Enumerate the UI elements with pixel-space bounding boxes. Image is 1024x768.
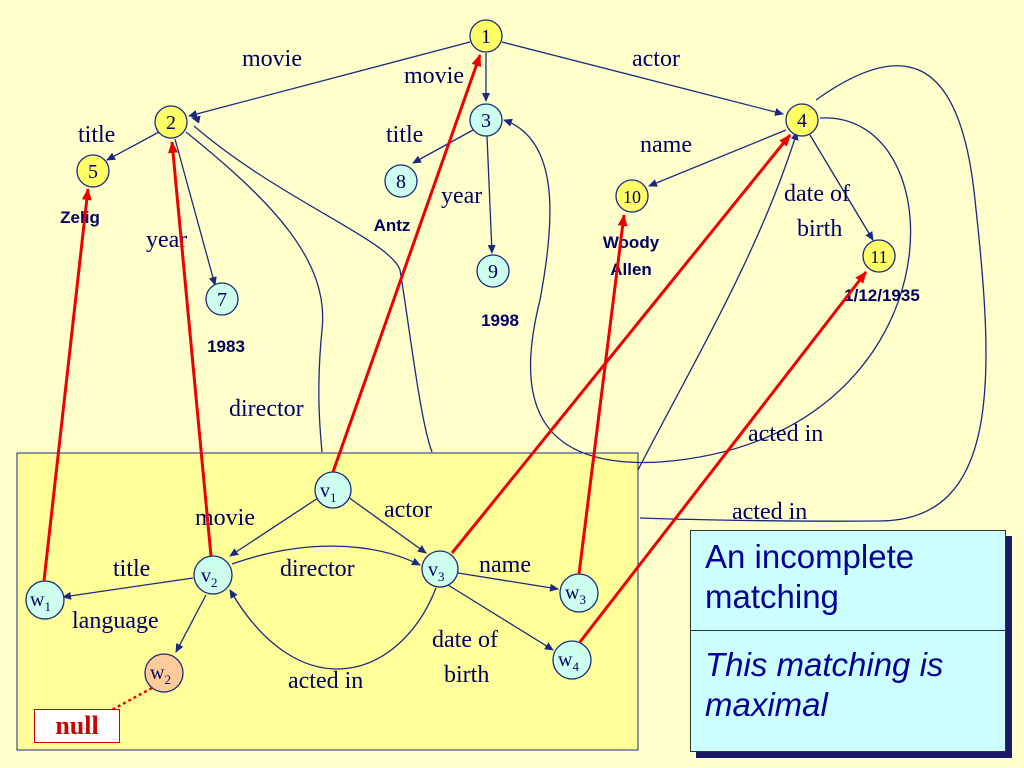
node-11-label: 11 — [870, 247, 887, 267]
edge-4-3-acted-in — [503, 117, 912, 464]
callout-note: This matching is maximal — [691, 631, 1005, 739]
match-v2-2 — [168, 141, 213, 557]
node-8 — [384, 164, 418, 198]
node-1 — [469, 19, 503, 53]
q-node-v2 — [193, 555, 233, 595]
edge-1-4-actor — [501, 41, 784, 116]
label-acted-in-2: acted in — [732, 499, 807, 525]
edge-2-director — [185, 131, 324, 453]
null-label: null — [34, 709, 120, 743]
edge-3-8-title — [412, 129, 474, 164]
edge-2-curve — [193, 125, 433, 453]
q-edge-v3-w3-name — [457, 572, 559, 592]
callout-note-line2: maximal — [705, 686, 828, 723]
q-node-v2-label: v2 — [201, 565, 218, 590]
q-label-director: director — [280, 556, 355, 582]
value-dob: 1/12/1935 — [844, 286, 920, 305]
node-10 — [615, 179, 649, 213]
node-4 — [785, 103, 819, 137]
edge-1-2-movie — [188, 41, 471, 118]
label-name-4-10: name — [640, 132, 692, 158]
q-label-dob-line1: date of — [432, 627, 498, 653]
q-label-title: title — [113, 556, 150, 582]
edge-2-return — [196, 120, 360, 170]
edge-2-7-year — [174, 138, 217, 286]
edge-2-5-title — [106, 131, 160, 161]
q-edge-v3-w4-dob — [447, 584, 554, 651]
q-edge-v2-w2-language — [175, 594, 207, 653]
q-label-language: language — [72, 608, 159, 634]
match-v3-4 — [450, 134, 792, 554]
node-7 — [205, 282, 239, 316]
q-edge-v2-w1-title — [62, 577, 194, 600]
q-label-dob-line2: birth — [444, 662, 489, 688]
match-w1-5 — [42, 188, 92, 582]
edge-4-2-acted-in-return — [637, 131, 799, 471]
callout-box: An incomplete matching This matching is … — [690, 530, 1006, 752]
node-3 — [469, 103, 503, 137]
q-edge-v2-v3-director — [231, 545, 421, 566]
q-edge-v1-v3-actor — [347, 496, 427, 554]
edge-4-2-acted-in — [639, 65, 987, 522]
label-movie-1-3: movie — [404, 63, 464, 89]
value-1998: 1998 — [481, 311, 519, 330]
node-9 — [476, 254, 510, 288]
q-node-w1-label: w1 — [30, 589, 51, 614]
callout-headline-line2: matching — [705, 578, 839, 615]
node-8-label: 8 — [396, 171, 406, 193]
q-label-actor: actor — [384, 497, 432, 523]
q-node-w3-label: w3 — [565, 582, 586, 607]
node-2 — [154, 105, 188, 139]
node-3-label: 3 — [481, 110, 491, 132]
q-node-w4 — [552, 640, 592, 680]
label-year-3-9: year — [441, 183, 482, 209]
label-movie-1-2: movie — [242, 46, 302, 72]
callout-headline-line1: An incomplete — [705, 538, 915, 575]
match-w3-10 — [577, 214, 628, 575]
value-antz: Antz — [374, 216, 411, 235]
label-dob-4-11-line1: date of — [784, 181, 850, 207]
value-allen: Allen — [610, 260, 652, 279]
q-edge-v3-v2-acted-in — [229, 587, 437, 670]
label-title-2-5: title — [78, 122, 115, 148]
value-1983: 1983 — [207, 337, 245, 356]
q-node-w2 — [144, 653, 184, 693]
label-dob-4-11-line2: birth — [797, 216, 842, 242]
node-9-label: 9 — [488, 261, 498, 283]
match-w4-11 — [578, 271, 868, 643]
q-label-name: name — [479, 552, 531, 578]
callout-headline: An incomplete matching — [691, 531, 1005, 631]
edge-4-10-name — [648, 129, 787, 187]
label-director: director — [229, 396, 304, 422]
callout-note-line1: This matching is — [705, 646, 944, 683]
q-node-v3-label: v3 — [428, 559, 445, 584]
node-7-label: 7 — [217, 289, 227, 311]
node-1-label: 1 — [481, 26, 491, 48]
q-label-acted-in: acted in — [288, 668, 363, 694]
label-title-3-8: title — [386, 122, 423, 148]
node-5-label: 5 — [88, 161, 98, 183]
q-node-v1-label: v1 — [320, 480, 337, 505]
node-10-label: 10 — [623, 187, 641, 207]
q-node-v3 — [421, 550, 459, 588]
node-2-label: 2 — [166, 112, 176, 134]
value-woody: Woody — [603, 233, 660, 252]
node-11 — [862, 239, 896, 273]
q-node-w2-label: w2 — [150, 662, 171, 687]
value-zelig: Zelig — [60, 208, 100, 227]
edge-3-9-year — [486, 135, 496, 254]
match-w2-null — [107, 686, 153, 714]
node-5 — [76, 154, 110, 188]
q-label-movie: movie — [195, 505, 255, 531]
q-node-w4-label: w4 — [558, 649, 579, 674]
node-4-label: 4 — [797, 110, 807, 132]
label-actor-1-4: actor — [632, 46, 680, 72]
edge-4-11-dob — [809, 134, 874, 241]
label-acted-in-1: acted in — [748, 421, 823, 447]
match-v1-1 — [331, 54, 482, 473]
q-edge-v1-v2-movie — [229, 497, 319, 557]
